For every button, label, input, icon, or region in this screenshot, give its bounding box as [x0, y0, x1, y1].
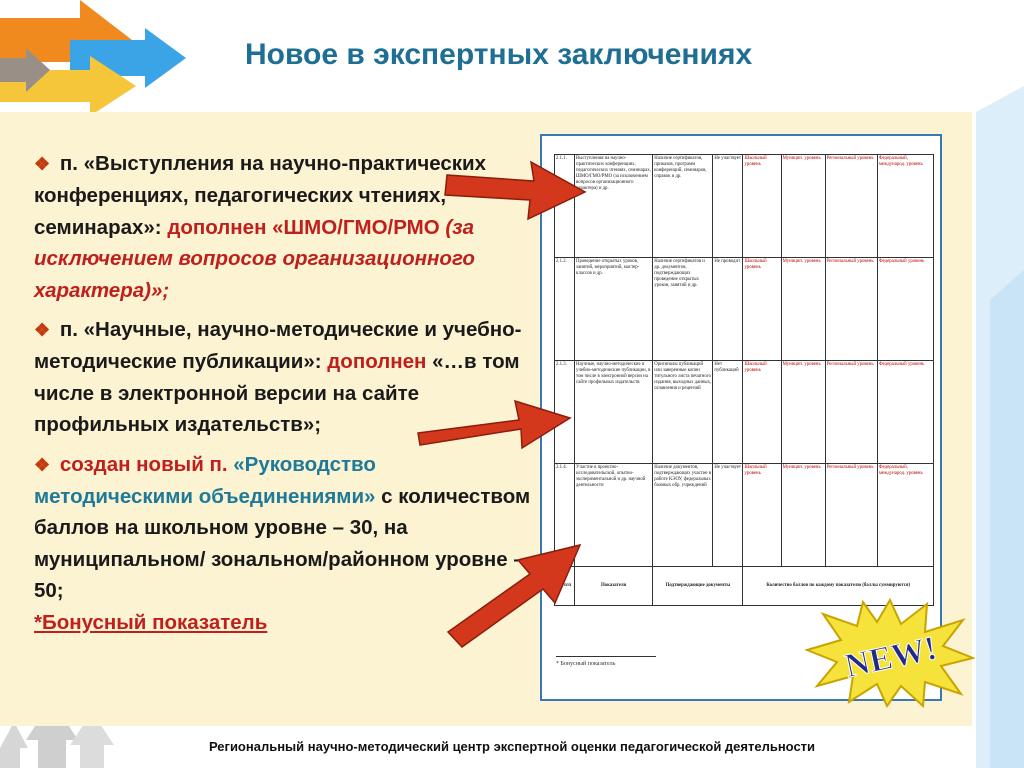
- doc-cell: Проведение открытых уроков, занятий, мер…: [574, 257, 654, 361]
- doc-cell: 2.1.1.: [553, 154, 576, 258]
- doc-cell: Школьный уровень: [742, 154, 782, 258]
- doc-cell: 2.1.4.: [553, 463, 576, 567]
- doc-cell: Выступления на научно-практических конфе…: [574, 154, 654, 258]
- bullet-1-highlight: дополнен «ШМО/ГМО/РМО: [167, 215, 440, 239]
- doc-cell: Региональный уровень: [824, 463, 878, 567]
- decor-arrow-gray: [0, 48, 50, 92]
- bullet-3-note: с количеством баллов на школьном уровне …: [34, 485, 531, 603]
- doc-cell: Региональный уровень: [824, 154, 878, 258]
- doc-cell: Оригиналы публикаций или заверенные копи…: [652, 360, 714, 464]
- decor-right-stripe-2: [990, 270, 1024, 768]
- decor-bottom-arrow-2: [70, 712, 114, 768]
- bullet-2: ❖ п. «Научные, научно-методические и уче…: [34, 314, 532, 441]
- bullet-list: ❖ п. «Выступления на научно-практических…: [34, 148, 532, 646]
- doc-row: 2.1.4.Участие в проектно-исследовательск…: [553, 463, 935, 567]
- doc-cell: Региональный уровень: [824, 257, 878, 361]
- decor-bottom-arrow-3: [0, 722, 28, 768]
- bullet-2-text: п. «Научные, научно-методические и учебн…: [34, 318, 522, 374]
- doc-cell: Муницип. уровень: [780, 463, 826, 567]
- doc-cell: Не проводит: [712, 257, 744, 361]
- doc-cell: Наличие сертификатов и др. документов, п…: [652, 257, 714, 361]
- bullet-2-highlight: дополнен: [327, 350, 427, 374]
- bonus-indicator-label: *Бонусный показатель: [34, 610, 268, 634]
- doc-header-cell: Подтверждающие документы: [652, 566, 744, 606]
- doc-cell: Не участвует: [712, 463, 744, 567]
- doc-cell: Федеральный, международ. уровень: [876, 463, 935, 567]
- bullet-3-text: создан новый п.: [59, 452, 228, 476]
- doc-cell: Федеральный уровень: [876, 257, 935, 361]
- doc-cell: Наличие документов, подтверждающих участ…: [652, 463, 714, 567]
- doc-cell: Наличие сертификатов, приказов, программ…: [652, 154, 714, 258]
- doc-header-cell: Количество баллов по каждому показателю …: [742, 566, 934, 606]
- footnote-text: * Бонусный показатель: [556, 661, 616, 667]
- doc-header-cell: № п/п: [553, 566, 576, 606]
- diamond-bullet-icon: ❖: [34, 454, 51, 475]
- doc-cell: Нет публикаций: [712, 360, 744, 464]
- doc-cell: Школьный уровень: [742, 360, 782, 464]
- doc-cell: 2.1.3.: [553, 360, 576, 464]
- page-title: Новое в экспертных заключениях: [245, 38, 753, 71]
- bullet-2-note: «…в том числе в электронной версии на са…: [34, 350, 520, 437]
- doc-cell: Участие в проектно-исследовательской, оп…: [574, 463, 654, 567]
- bullet-3: ❖ создан новый п. «Руководство методичес…: [34, 449, 532, 638]
- doc-cell: Не участвует: [712, 154, 744, 258]
- doc-cell: Научные, научно-методические и учебно-ме…: [574, 360, 654, 464]
- starburst-icon: [805, 598, 975, 708]
- document-image-frame: 2.1.1.Выступления на научно-практических…: [540, 134, 942, 701]
- new-starburst-badge: NEW!: [805, 598, 975, 708]
- diamond-bullet-icon: ❖: [34, 320, 51, 341]
- bullet-1-note: (за исключением вопросов организационног…: [34, 215, 475, 302]
- bullet-1: ❖ п. «Выступления на научно-практических…: [34, 148, 532, 306]
- doc-cell: Муницип. уровень: [780, 360, 826, 464]
- document-scan: 2.1.1.Выступления на научно-практических…: [553, 154, 935, 754]
- footer-text: Региональный научно-методический центр э…: [208, 739, 816, 754]
- doc-row: 2.1.2.Проведение открытых уроков, заняти…: [553, 257, 935, 361]
- doc-row: 2.1.3.Научные, научно-методические и уче…: [553, 360, 935, 464]
- doc-cell: Региональный уровень: [824, 360, 878, 464]
- doc-cell: Школьный уровень: [742, 257, 782, 361]
- decor-bottom-arrow-1: [26, 700, 78, 768]
- doc-cell: 2.1.2.: [553, 257, 576, 361]
- doc-cell: Федеральный, международ. уровень: [876, 154, 935, 258]
- doc-cell: Федеральный уровень: [876, 360, 935, 464]
- doc-row: 2.1.1.Выступления на научно-практических…: [553, 154, 935, 258]
- bullet-3-highlight: «Руководство методическими объединениями…: [34, 452, 376, 509]
- bullet-1-text: п. «Выступления на научно-практических к…: [34, 152, 487, 239]
- doc-cell: Муницип. уровень: [780, 154, 826, 258]
- doc-cell: Муницип. уровень: [780, 257, 826, 361]
- doc-cell: Школьный уровень: [742, 463, 782, 567]
- diamond-bullet-icon: ❖: [34, 154, 51, 174]
- footnote-rule: [556, 656, 656, 657]
- criteria-table: 2.1.1.Выступления на научно-практических…: [553, 154, 935, 606]
- doc-header-cell: Показатели: [574, 566, 654, 606]
